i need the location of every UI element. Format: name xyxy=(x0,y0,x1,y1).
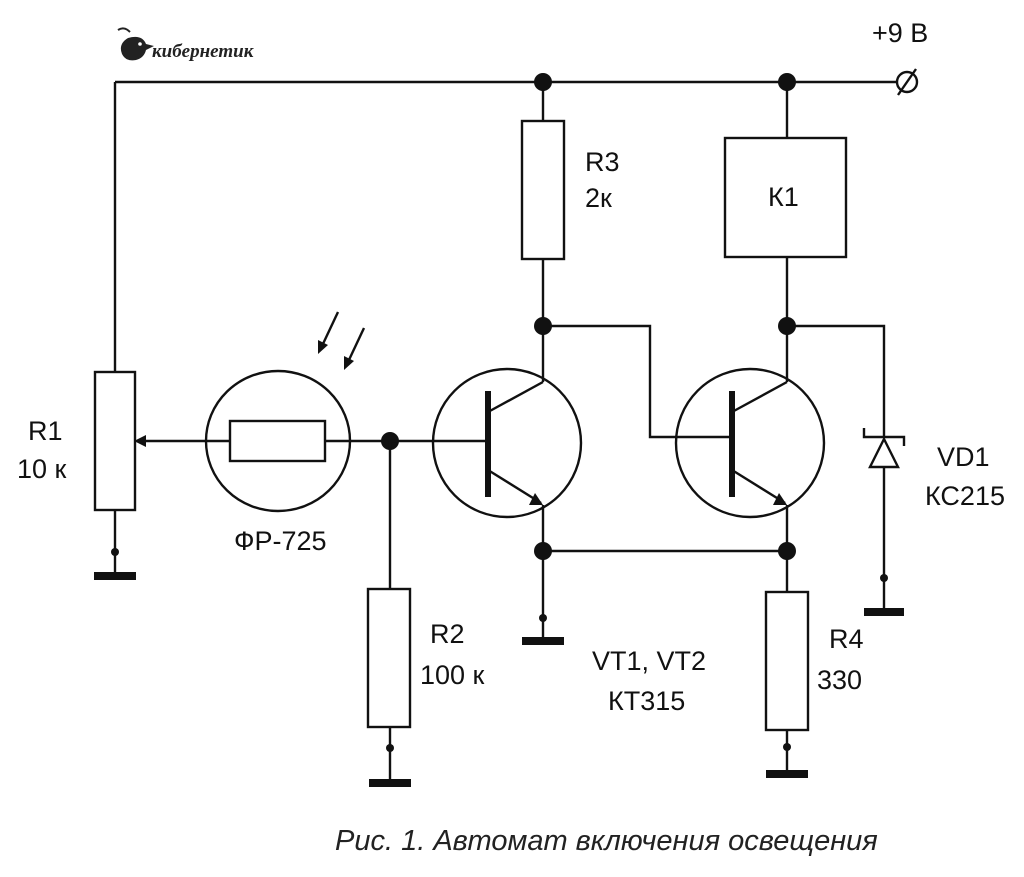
vt1-ground xyxy=(522,551,564,645)
vt1-transistor xyxy=(390,326,583,551)
vd1-zener-diode xyxy=(787,324,906,616)
transistors-label: VT1, VT2 xyxy=(592,646,706,676)
r3-value: 2к xyxy=(585,183,612,213)
r1-label: R1 xyxy=(28,416,63,446)
r1-value: 10 к xyxy=(17,454,67,484)
logo-text: кибернетик xyxy=(152,41,255,62)
r3-resistor xyxy=(520,82,566,326)
photo-label: ФР-725 xyxy=(234,526,327,556)
vt1-to-vt2-wire xyxy=(543,324,732,439)
r4-label: R4 xyxy=(829,624,864,654)
r4-resistor xyxy=(764,551,810,778)
figure-caption: Рис. 1. Автомат включения освещения xyxy=(335,825,878,857)
fish-logo-icon xyxy=(117,27,154,61)
transistors-value: КТ315 xyxy=(608,686,685,716)
power-rail xyxy=(115,68,919,96)
r1-potentiometer xyxy=(93,82,208,580)
r2-resistor xyxy=(366,441,412,787)
k1-relay xyxy=(723,82,848,326)
r4-value: 330 xyxy=(817,665,862,695)
power-label: +9 В xyxy=(872,18,928,48)
photoresistor xyxy=(204,311,390,513)
k1-label: К1 xyxy=(768,182,799,212)
r2-label: R2 xyxy=(430,619,465,649)
r3-label: R3 xyxy=(585,147,620,177)
vd1-label: VD1 xyxy=(937,442,990,472)
junction-dots xyxy=(534,73,796,560)
r2-value: 100 к xyxy=(420,660,485,690)
vd1-value: КС215 xyxy=(925,481,1005,511)
vt2-transistor xyxy=(674,326,826,551)
